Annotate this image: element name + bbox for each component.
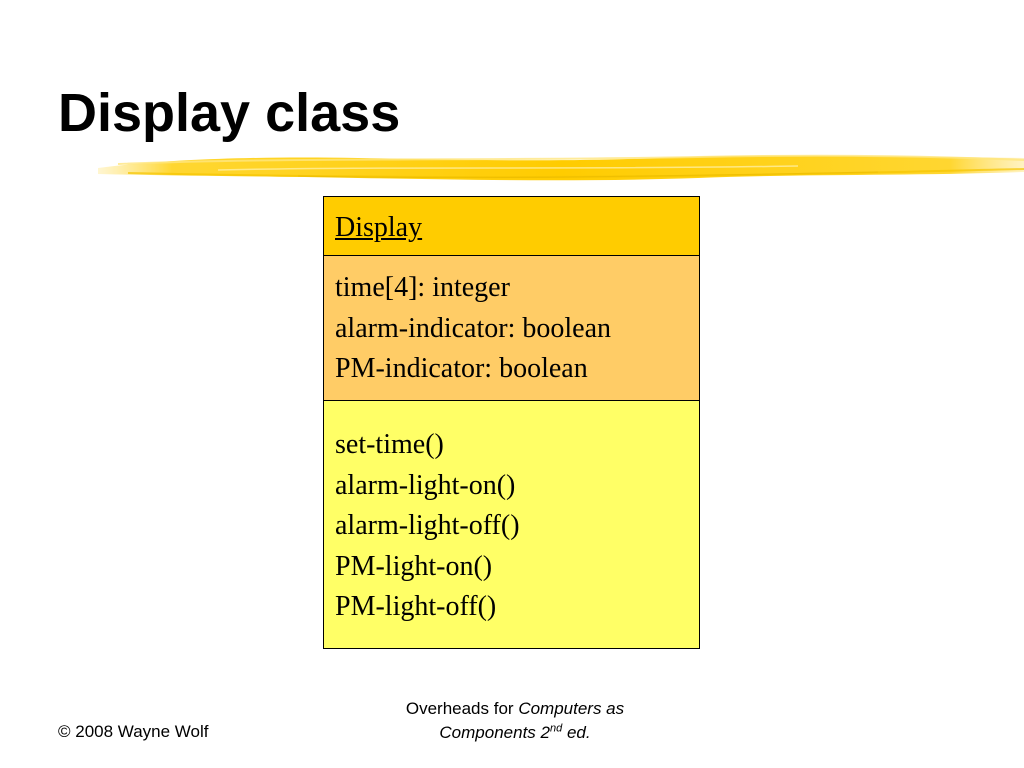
uml-method: set-time() <box>335 429 444 460</box>
footer-edition-sup: nd <box>549 722 563 735</box>
footer-overheads: Overheads for Computers as Components 2n… <box>360 697 670 745</box>
uml-attribute: time[4]: integer <box>335 272 510 303</box>
footer-overheads-prefix: Overheads for <box>405 699 519 718</box>
uml-method: PM-light-off() <box>335 591 497 622</box>
uml-class-box: Display time[4]: integer alarm-indicator… <box>323 196 700 649</box>
slide-title: Display class <box>58 83 401 143</box>
footer-book-title-line1: Computers as <box>518 699 625 718</box>
uml-attributes-section: time[4]: integer alarm-indicator: boolea… <box>324 256 699 401</box>
footer-overheads-line1: Overheads for Computers as <box>360 697 670 721</box>
footer-copyright: © 2008 Wayne Wolf <box>58 722 209 741</box>
uml-class-name: Display <box>335 212 423 243</box>
uml-method: alarm-light-off() <box>335 510 520 541</box>
footer-book-title-line2: Components 2 <box>439 723 550 742</box>
uml-class-name-section: Display <box>324 197 699 256</box>
uml-attribute: alarm-indicator: boolean <box>335 312 611 344</box>
uml-attribute: PM-indicator: boolean <box>335 353 588 384</box>
footer-overheads-line2: Components 2nd ed. <box>360 721 670 745</box>
footer-edition-suffix: ed. <box>562 723 591 742</box>
uml-method: PM-light-on() <box>335 550 493 582</box>
title-underline-brush <box>98 154 1024 181</box>
uml-methods-section: set-time() alarm-light-on() alarm-light-… <box>324 401 699 648</box>
uml-method: alarm-light-on() <box>335 469 516 501</box>
